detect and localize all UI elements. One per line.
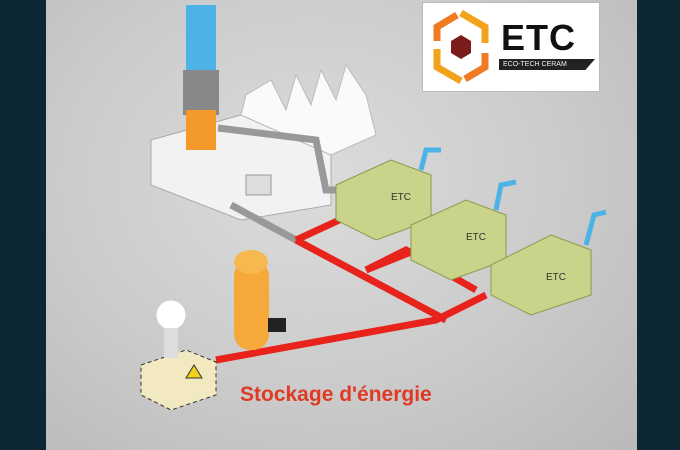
container-label: ETC (466, 232, 486, 243)
storage-tank (234, 250, 286, 350)
left-frame (0, 0, 46, 450)
energy-storage-diagram: ETC ETC ETC (140, 5, 607, 411)
logo-emblem-icon (433, 9, 489, 85)
generator-with-bulb (140, 299, 217, 411)
container-label: ETC (546, 272, 566, 283)
container-3: ETC (490, 209, 607, 316)
chimney (183, 5, 219, 150)
container-2: ETC (410, 179, 517, 281)
illustration: ETC ETC ETC (46, 0, 637, 450)
etc-logo: ETC ECO-TECH CERAM (422, 2, 600, 92)
caption: Stockage d'énergie (240, 383, 432, 406)
right-frame (637, 0, 680, 450)
logo-title: ETC (501, 17, 576, 58)
logo-subtitle: ECO-TECH CERAM (499, 59, 595, 70)
container-label: ETC (391, 192, 411, 203)
